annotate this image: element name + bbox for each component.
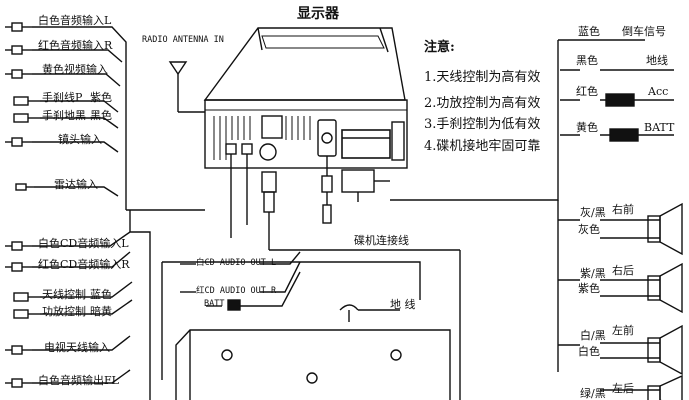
left-wires	[32, 26, 205, 400]
right-harness	[390, 39, 674, 391]
label-left-rear: 左后	[612, 382, 634, 395]
label-purple-right: 紫色	[578, 282, 600, 295]
label-purple: 紫色	[90, 91, 112, 104]
radio-antenna-icon	[168, 61, 205, 113]
label-red-cd-audio: 红色CD音频输入R	[38, 258, 130, 271]
label-camera-in: 镜头输入	[58, 133, 102, 146]
label-white-audio-in: 白色音频输入L	[38, 14, 112, 27]
rca-white-out-icon	[5, 378, 32, 388]
label-blue: 蓝色	[90, 288, 112, 301]
rca-red-cd-icon	[5, 262, 32, 272]
notes-heading: 注意:	[424, 40, 455, 55]
label-purple-black: 紫/黑	[580, 267, 606, 280]
radio-antenna-label: RADIO ANTENNA IN	[142, 35, 224, 45]
speaker-right-rear-icon	[647, 262, 683, 314]
speaker-left-rear-icon	[647, 374, 683, 400]
note-item: 4.碟机接地牢固可靠	[424, 139, 541, 154]
label-tv-antenna-in: 电视天线输入	[44, 341, 110, 354]
radar-plug-icon	[15, 183, 34, 191]
label-reverse-signal: 倒车信号	[622, 25, 666, 38]
label-handbrake-gnd: 手刹地黑	[42, 109, 86, 122]
label-cd-audio-out-r: 红CD AUDIO OUT R	[196, 286, 277, 296]
label-amp-ctrl: 功放控制	[42, 305, 86, 318]
camera-rca-icon	[5, 137, 32, 147]
label-red-audio-in: 红色音频输入R	[38, 39, 113, 52]
antenna-amp-plug-icon	[13, 292, 40, 319]
label-red-color: 红色	[576, 85, 598, 98]
label-yellow-video-in: 黄色视频输入	[42, 63, 108, 76]
label-batt-small: BATT	[204, 299, 225, 309]
speaker-left-front-icon	[647, 324, 683, 376]
label-white-black: 白/黑	[580, 329, 606, 342]
label-radar-in: 雷达输入	[54, 178, 98, 191]
note-item: 3.手刹控制为低有效	[424, 117, 541, 132]
rca-yellow-in-icon	[5, 69, 32, 79]
rca-white-in-icon	[5, 22, 32, 32]
label-right-rear: 右后	[612, 264, 634, 277]
label-black: 黑色	[90, 109, 112, 122]
label-cd-connection: 碟机连接线	[354, 234, 409, 247]
label-yellow-color: 黄色	[576, 121, 598, 134]
label-gray-black: 灰/黑	[580, 206, 606, 219]
label-acc: Acc	[648, 85, 669, 98]
left-connectors	[5, 22, 40, 388]
tv-antenna-rca-icon	[5, 345, 32, 355]
cd-section	[161, 251, 451, 400]
label-antenna-ctrl: 天线控制	[42, 288, 86, 301]
head-unit-connectors	[230, 154, 461, 400]
label-black-color: 黑色	[576, 54, 598, 67]
note-item: 2.功放控制为高有效	[424, 96, 541, 111]
label-gray: 灰色	[578, 223, 600, 236]
label-blue-color: 蓝色	[578, 25, 600, 38]
label-batt: BATT	[644, 121, 675, 134]
label-handbrake-p: 手刹线P	[42, 91, 83, 104]
label-ground: 地 线	[390, 298, 416, 311]
display-title: 显示器	[297, 6, 339, 22]
speaker-right-front-icon	[647, 202, 683, 256]
handbrake-plug-icon	[13, 96, 40, 123]
label-left-front: 左前	[612, 324, 634, 337]
label-white-audio-out: 白色音频输出FL	[38, 374, 119, 387]
label-right-front: 右前	[612, 203, 634, 216]
label-ground-wire: 地线	[646, 54, 668, 67]
label-green-black: 绿/黑	[580, 387, 606, 400]
rca-red-in-icon	[5, 45, 32, 55]
label-white: 白色	[578, 345, 600, 358]
label-dark-yellow: 暗黄	[90, 305, 112, 318]
speakers	[647, 202, 683, 400]
label-cd-audio-out-l: 白CD AUDIO OUT L	[196, 258, 277, 268]
head-unit-body	[203, 27, 408, 169]
rca-white-cd-icon	[5, 241, 32, 251]
label-white-cd-audio: 白色CD音频输入L	[38, 237, 129, 250]
note-item: 1.天线控制为高有效	[424, 70, 541, 85]
